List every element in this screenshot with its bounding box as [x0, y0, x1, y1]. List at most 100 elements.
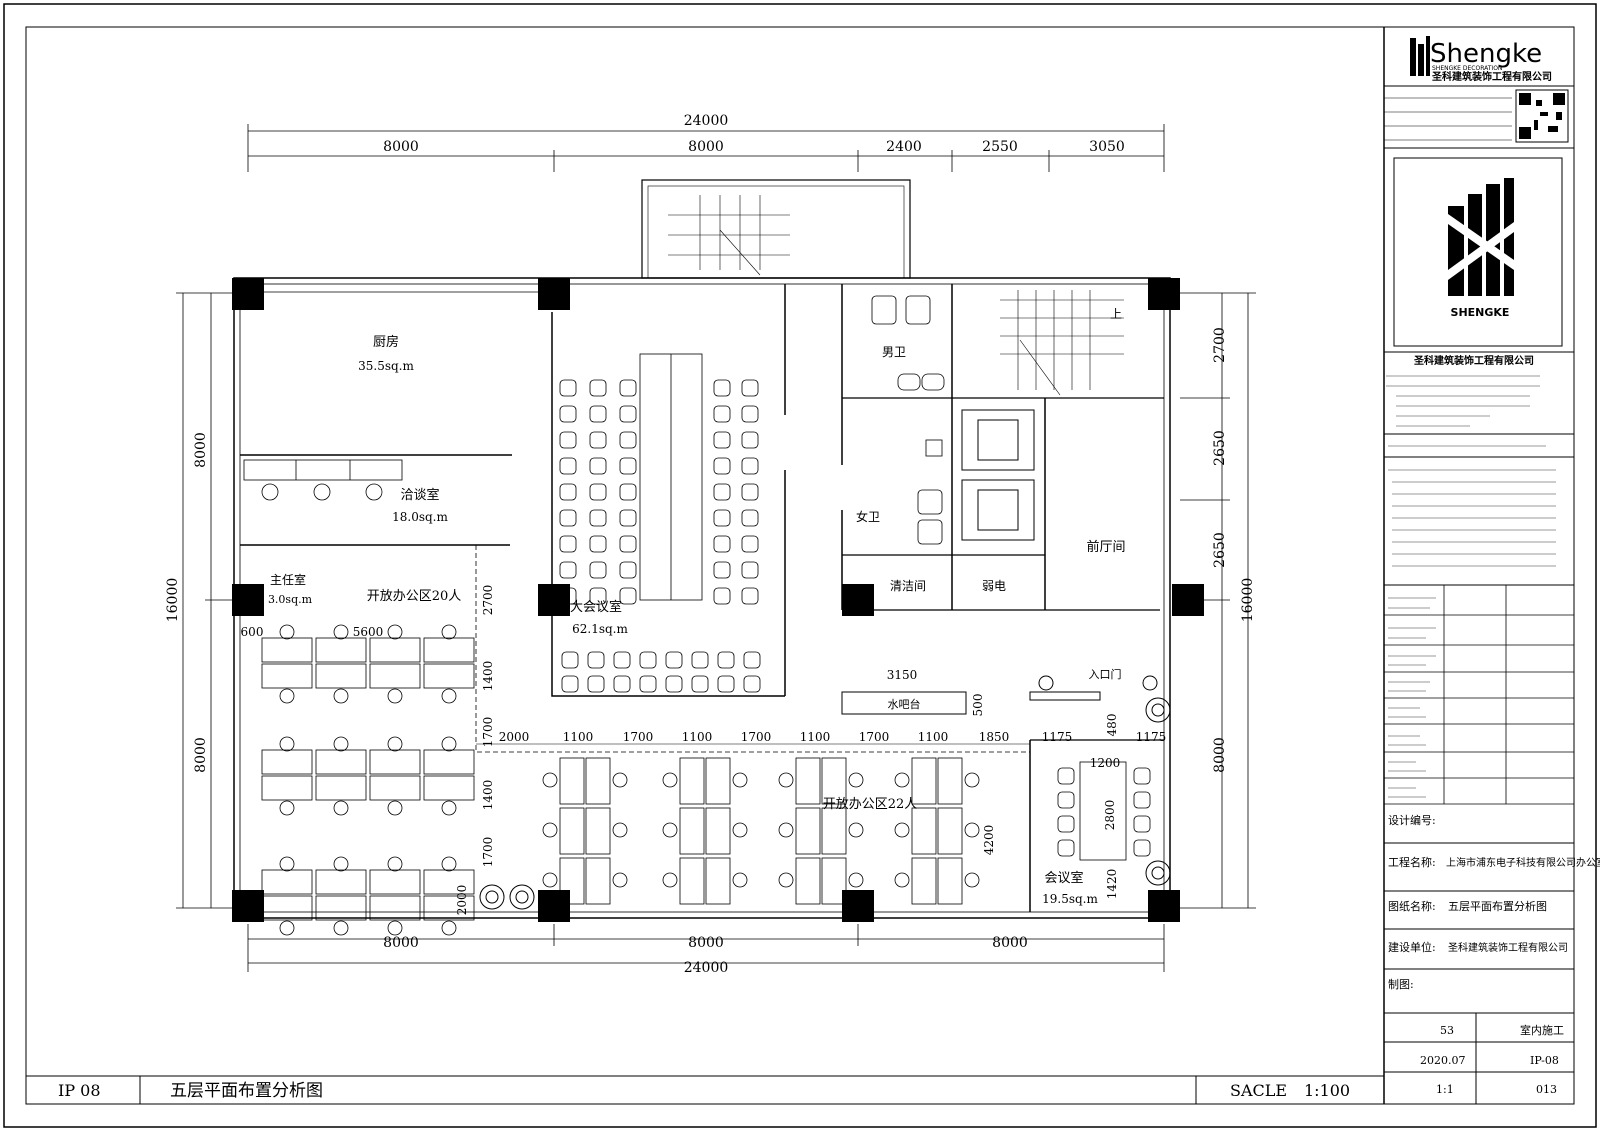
workstation-desk — [559, 757, 585, 805]
conference-chair — [713, 509, 731, 527]
conference-chair — [619, 379, 637, 397]
inner-dimension-texts: 2000 1100 1700 1100 1700 1100 1700 1100 … — [241, 585, 1167, 916]
office-chair — [778, 872, 794, 888]
workstation-desk — [705, 857, 731, 905]
conference-chair — [589, 483, 607, 501]
dim-top-2: 8000 — [688, 139, 724, 155]
office-chair — [542, 772, 558, 788]
dim-right-lower: 8000 — [1212, 737, 1228, 773]
workstation-desk — [369, 895, 421, 921]
office-chair — [732, 872, 748, 888]
office-chair — [441, 688, 457, 704]
room-cleaning: 清洁间 — [890, 579, 926, 593]
room-big-conf-area: 62.1sq.m — [572, 622, 628, 636]
ratio: 1:1 — [1436, 1083, 1454, 1096]
conference-chair — [691, 651, 709, 669]
sheet-inner-border — [25, 26, 1575, 1105]
stair-top — [668, 195, 790, 276]
workstation-desk — [261, 749, 313, 775]
office-chair — [964, 772, 980, 788]
room-storage: 弱电 — [982, 579, 1006, 593]
room-female-wc: 女卫 — [856, 509, 880, 524]
inner-dim-500: 500 — [971, 694, 985, 717]
dim-left-lower: 8000 — [193, 737, 209, 773]
dim-right-2: 2650 — [1212, 430, 1228, 466]
workstation-desk — [369, 637, 421, 663]
conference-chair — [619, 457, 637, 475]
room-meeting-area: 19.5sq.m — [1042, 892, 1098, 906]
workstation-desk — [795, 757, 821, 805]
office-chair — [279, 736, 295, 752]
conference-chair — [743, 675, 761, 693]
conference-chair — [613, 675, 631, 693]
open-office-20-desks — [261, 624, 475, 936]
brand-tagline: SHENGKE DECORATION — [1432, 65, 1502, 72]
workstation-desk — [423, 869, 475, 895]
conference-chair — [559, 431, 577, 449]
drawn-label: 制图: — [1388, 978, 1414, 991]
conference-chair — [741, 379, 759, 397]
conference-chair — [619, 535, 637, 553]
dim-left-upper: 8000 — [193, 432, 209, 468]
workstation-desk — [679, 807, 705, 855]
conference-chair — [619, 509, 637, 527]
workstation-desk — [585, 807, 611, 855]
office-chair — [333, 920, 349, 936]
conference-chair — [559, 587, 577, 605]
office-chair — [387, 800, 403, 816]
room-meeting: 会议室 — [1044, 870, 1083, 886]
conference-chair — [741, 561, 759, 579]
inner-dim-1400a: 1400 — [481, 661, 495, 692]
workstation-desk — [795, 807, 821, 855]
conference-chair — [587, 651, 605, 669]
workstation-desk — [423, 775, 475, 801]
room-office-22: 开放办公区22人 — [823, 797, 918, 812]
scale-value: 1:100 — [1304, 1081, 1350, 1100]
conference-chair — [713, 587, 731, 605]
meeting-room-furniture — [1057, 761, 1151, 861]
meeting-chair — [1133, 791, 1151, 809]
elevators — [961, 409, 1035, 541]
workstation-desk — [261, 775, 313, 801]
room-meeting-small: 洽谈室 — [400, 487, 439, 503]
conference-chair — [713, 405, 731, 423]
dimension-texts: 24000 8000 8000 2400 2550 3050 8000 8000… — [165, 113, 1256, 976]
conference-chair — [741, 535, 759, 553]
workstation-desk — [705, 757, 731, 805]
office-chair — [387, 856, 403, 872]
dim-right-1: 2700 — [1212, 327, 1228, 363]
conference-chair — [589, 561, 607, 579]
office-chair — [662, 872, 678, 888]
office-chair — [333, 688, 349, 704]
drawing-name: 五层平面布置分析图 — [1448, 899, 1547, 913]
builder-label: 建设单位: — [1388, 940, 1436, 954]
conference-chair — [619, 483, 637, 501]
office-chair — [387, 688, 403, 704]
sheet-code: IP 08 — [58, 1081, 101, 1100]
office-chair — [441, 624, 457, 640]
inner-dim-1700a: 1700 — [481, 717, 495, 748]
workstation-desk — [937, 807, 963, 855]
office-chair — [441, 800, 457, 816]
drawing-code: IP-08 — [1530, 1054, 1559, 1067]
meeting-chair — [1133, 767, 1151, 785]
workstation-desk — [315, 663, 367, 689]
conference-chair — [713, 431, 731, 449]
workstation-desk — [261, 637, 313, 663]
conference-chair — [619, 431, 637, 449]
office-chair — [848, 772, 864, 788]
inner-dim-1700b: 1700 — [481, 837, 495, 868]
scale-label: SACLE — [1230, 1081, 1287, 1100]
meeting-chair — [1057, 839, 1075, 857]
meeting-small-desks — [243, 459, 403, 501]
workstation-desk — [423, 749, 475, 775]
workstation-desk — [423, 637, 475, 663]
workstation-desk — [937, 857, 963, 905]
room-big-conf: 大会议室 — [570, 599, 622, 615]
inner-dim-1: 2000 — [499, 730, 530, 744]
conference-chair — [713, 535, 731, 553]
office-chair — [964, 822, 980, 838]
office-chair — [441, 736, 457, 752]
dim-top-1: 8000 — [383, 139, 419, 155]
